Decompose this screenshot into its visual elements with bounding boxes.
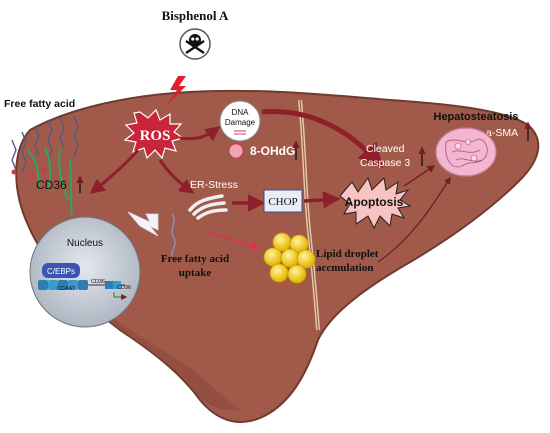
dna-strand-icon <box>38 280 125 290</box>
cd36-label: CD36 <box>36 178 67 192</box>
arrow-chop-to-apoptosis <box>303 191 341 209</box>
lightning-icon <box>166 76 186 106</box>
ros-burst <box>123 108 185 160</box>
apoptosis-label: Apoptosis <box>345 195 404 209</box>
ffa-uptake-label-1: Free fatty acid <box>161 253 229 265</box>
arrow-lipid-to-steatosis <box>377 176 451 263</box>
membrane-wiggle <box>170 213 176 257</box>
er-membrane-icon <box>188 194 228 220</box>
ros-label: ROS <box>140 128 171 144</box>
dna-damage-label-2: Damage <box>225 118 256 127</box>
caspase-label: Caspase 3 <box>360 157 410 169</box>
apoptosis-burst <box>339 176 412 230</box>
skull-crossbones-icon <box>179 28 211 60</box>
arrow-nucleus-to-uptake <box>127 211 159 237</box>
cd36-receptor <box>27 147 73 216</box>
lipid-label-2: accmulation <box>316 262 373 274</box>
cebps-box <box>42 263 80 278</box>
nucleus-circle <box>29 216 141 328</box>
lipid-label-1: Lipid droplet <box>316 248 379 260</box>
arrow-ros-to-dna <box>179 126 221 142</box>
chop-label: CHOP <box>268 196 297 208</box>
asma-label: a-SMA <box>486 127 518 139</box>
er-stress-label: ER-Stress <box>190 179 238 191</box>
nucleus-label: Nucleus <box>67 238 103 249</box>
ccaat-label: CCAAT <box>57 286 76 292</box>
bisphenol-label: Bisphenol A <box>162 8 229 23</box>
ohdg-label: 8-OHdG <box>250 144 295 158</box>
promoter-arrow-icon <box>113 292 128 300</box>
arrow-dna-to-apoptosis <box>261 109 384 169</box>
dna-helix-icon <box>234 130 246 135</box>
cleaved-label: Cleaved <box>366 143 405 155</box>
chop-box <box>263 189 303 213</box>
dna-damage-label-1: DNA <box>232 108 250 117</box>
lipid-droplets <box>263 232 316 284</box>
fatty-acid-chains <box>11 115 79 173</box>
arrow-ros-to-er-stress <box>158 159 195 194</box>
cd36-gene-label-2: CD36 <box>117 285 131 291</box>
dna-damage-circle <box>219 100 261 142</box>
arrow-uptake-to-lipid <box>205 231 260 250</box>
hepatosteatosis-label: Hepatosteatosis <box>434 111 519 123</box>
steatosis-tissue-icon <box>435 127 497 177</box>
fatty-acid-heads <box>11 167 47 179</box>
falciform-outline <box>299 99 319 331</box>
arrow-ros-to-cd36 <box>89 149 140 194</box>
free-fatty-acid-label: Free fatty acid <box>4 98 75 110</box>
cebps-label: C/EBPs <box>47 267 75 276</box>
ohdg-molecule <box>228 143 244 159</box>
ffa-uptake-label-2: uptake <box>179 267 212 279</box>
liver-lower-shade <box>40 250 240 411</box>
arrow-apoptosis-to-steatosis <box>403 165 436 187</box>
cd36-gene-label: CD36 <box>91 279 105 285</box>
